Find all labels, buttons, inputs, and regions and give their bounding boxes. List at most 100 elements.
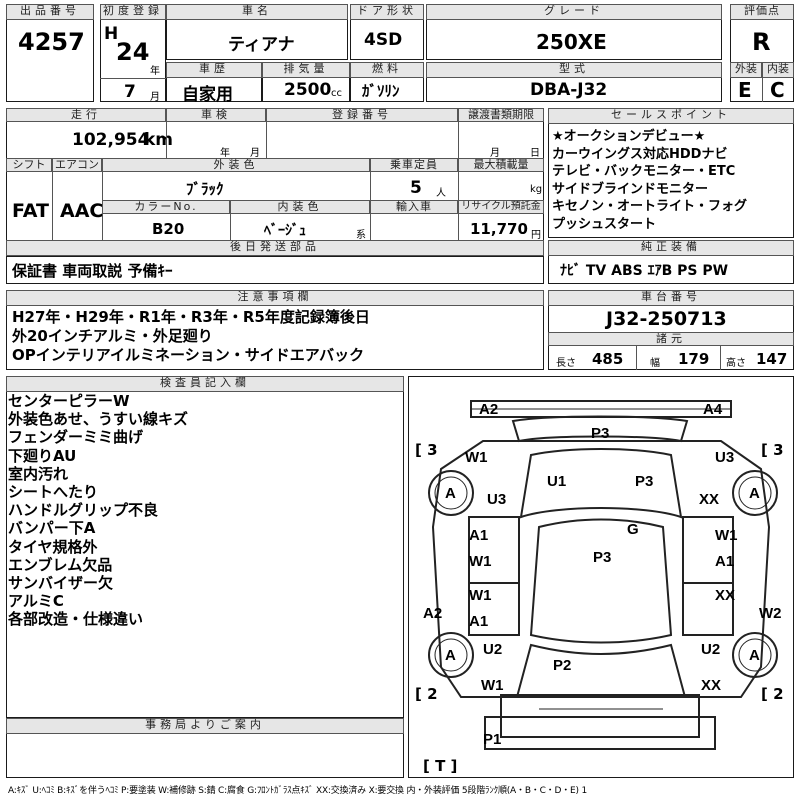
interior-label: 内装色	[230, 200, 370, 214]
history-label: 車歴	[166, 62, 262, 78]
door-type: 4SD	[364, 30, 403, 50]
sales-line: サイドブラインドモニター	[552, 181, 709, 197]
spec-label: 諸元	[548, 332, 794, 346]
fuel-label: 燃料	[350, 62, 424, 78]
damage-mark: A	[749, 485, 760, 502]
int-label: 内装	[762, 62, 794, 78]
sales-line: キセノン・オートライト・フォグ	[552, 199, 748, 214]
inspection-month-unit: 月	[250, 148, 260, 159]
damage-mark: XX	[701, 677, 722, 694]
reg-number-label: 登録番号	[266, 108, 458, 122]
era: H	[104, 24, 119, 44]
divider	[100, 78, 166, 79]
mileage-unit: km	[144, 130, 174, 150]
capacity: 5	[410, 178, 422, 198]
door-label: ドア形状	[350, 4, 424, 20]
width: 179	[678, 350, 710, 368]
inspector-line: 下廻りAU	[8, 446, 77, 465]
capacity-label: 乗車定員	[370, 158, 458, 172]
divider	[102, 158, 103, 240]
car-name: ティアナ	[228, 35, 295, 55]
divider	[636, 346, 637, 370]
grade-label: グレード	[426, 4, 722, 20]
ac: AAC	[60, 200, 104, 222]
damage-mark: W1	[469, 553, 492, 570]
damage-mark: P3	[591, 425, 610, 442]
recycle-label: リサイクル預託金	[458, 200, 544, 214]
transfer-month-unit: 月	[490, 148, 500, 159]
lot-label: 出品番号	[6, 4, 94, 20]
int-grade: C	[770, 78, 785, 102]
tyre-rear-left: [ 2	[415, 685, 438, 703]
score: R	[752, 28, 771, 56]
ext-grade: E	[738, 78, 752, 102]
inspector-line: バンパー下A	[8, 519, 96, 538]
sales-label: セールスポイント	[548, 108, 794, 124]
transfer-label: 譲渡書類期限	[458, 108, 544, 122]
inspector-line: シートへたり	[8, 483, 99, 502]
reg-year: 24	[116, 38, 150, 66]
damage-mark: W1	[465, 449, 488, 466]
divider	[458, 158, 459, 240]
divider	[166, 108, 167, 158]
damage-mark: A4	[703, 401, 723, 418]
lot-number: 4257	[18, 28, 85, 56]
notes-label: 注意事項欄	[6, 290, 544, 306]
shift: FAT	[12, 200, 49, 222]
fuel: ｶﾞｿﾘﾝ	[362, 82, 400, 100]
color-label: 外装色	[102, 158, 370, 172]
inspection-year-unit: 年	[220, 148, 230, 159]
height: 147	[756, 350, 788, 368]
month-unit: 月	[150, 92, 160, 103]
car-outline-icon	[428, 400, 778, 750]
tyre-front-right: [ 3	[761, 441, 784, 459]
damage-mark: P3	[635, 473, 654, 490]
notes-line: OPインテリアイルミネーション・サイドエアバック	[12, 346, 365, 364]
damage-mark: U1	[547, 473, 567, 490]
sales-lines: ★オークションデビュー★ カーウイングス対応HDDナビ テレビ・バックモニター・…	[552, 128, 747, 233]
sales-line: プッシュスタート	[552, 216, 657, 232]
shift-label: シフト	[6, 158, 52, 172]
detail-box	[6, 108, 544, 256]
transfer-day-unit: 日	[530, 148, 540, 159]
trunk-mark: [ T ]	[423, 757, 458, 775]
length: 485	[592, 350, 624, 368]
divider	[52, 158, 53, 240]
sales-line: テレビ・バックモニター・ETC	[552, 164, 736, 179]
later-parts-label: 後日発送部品	[6, 240, 544, 256]
notes-line: 外20インチアルミ・外足廻り	[12, 327, 213, 345]
color: ﾌﾞﾗｯｸ	[186, 180, 224, 198]
sales-line: ★オークションデビュー★	[552, 129, 706, 144]
color-no-label: カラーNo.	[102, 200, 230, 214]
damage-mark: W1	[469, 587, 492, 604]
equipment: ﾅﾋﾞ TV ABS ｴｱB PS PW	[560, 263, 729, 279]
office-label: 事務局よりご案内	[6, 718, 404, 734]
damage-mark: U3	[487, 491, 507, 508]
recycle: 11,770	[470, 220, 528, 238]
damage-mark: XX	[699, 491, 720, 508]
damage-mark: A	[445, 647, 456, 664]
displacement: 2500	[284, 80, 332, 100]
import-label: 輸入車	[370, 200, 458, 214]
ext-label: 外装	[730, 62, 762, 78]
lot-box	[6, 4, 94, 102]
color-no: B20	[152, 220, 185, 238]
later-parts-box	[6, 256, 544, 284]
ac-label: エアコン	[52, 158, 102, 172]
mileage-label: 走行	[6, 108, 166, 122]
damage-mark: W1	[715, 527, 738, 544]
tyre-rear-right: [ 2	[761, 685, 784, 703]
grade: 250XE	[536, 30, 607, 54]
damage-mark: XX	[715, 587, 736, 604]
inspector-label: 検査員記入欄	[6, 376, 404, 392]
damage-mark: P3	[593, 549, 612, 566]
inspector-line: フェンダーミミ曲げ	[8, 428, 144, 447]
divider	[720, 346, 721, 370]
damage-mark: A	[445, 485, 456, 502]
inspector-line: タイヤ規格外	[8, 537, 98, 556]
first-reg-box	[100, 4, 166, 102]
divider	[266, 108, 267, 158]
damage-mark: A2	[479, 401, 499, 418]
damage-mark: U2	[483, 641, 503, 658]
inspector-lines: センターピラーW 外装色あせ、うすい線キズ フェンダーミミ曲げ 下廻りAU 室内…	[8, 392, 188, 629]
